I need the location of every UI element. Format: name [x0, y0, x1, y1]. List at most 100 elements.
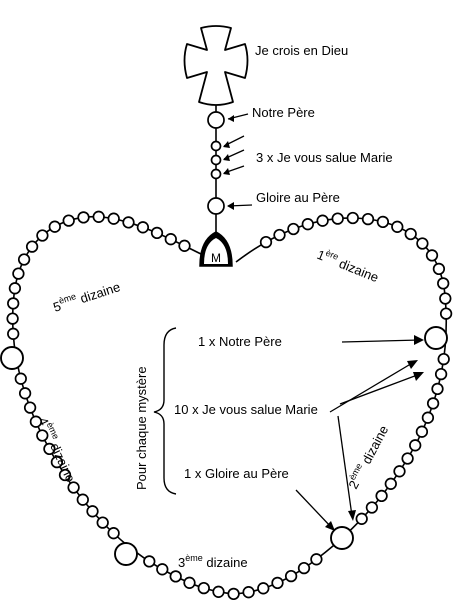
medal-inner [204, 238, 228, 264]
loop-pater-bead [330, 526, 354, 550]
loop-pater-bead [424, 326, 448, 350]
loop-ave-bead [227, 587, 240, 600]
loop-ave-bead [14, 372, 27, 385]
loop-ave-bead [284, 569, 298, 583]
label-decade-2: 2ème dizaine [344, 422, 392, 491]
loop-ave-bead [25, 240, 39, 253]
label-decade-4: 4ème dizaine [35, 414, 80, 484]
loop-ave-bead [107, 527, 120, 540]
loop-ave-bead [401, 452, 414, 465]
loop-ave-bead [287, 222, 300, 236]
loop-ave-bead [404, 227, 417, 241]
pendant-pater-bead [207, 111, 225, 129]
loop-ave-bead [169, 570, 182, 583]
label-one-pater: 1 x Notre Père [198, 334, 282, 349]
loop-ave-bead [150, 226, 164, 240]
loop-pater-bead [0, 346, 24, 370]
label-one-gloria: 1 x Gloire au Père [184, 466, 289, 481]
loop-ave-bead [257, 582, 270, 595]
loop-ave-bead [439, 307, 453, 320]
loop-ave-bead [355, 512, 368, 525]
loop-ave-bead [62, 214, 75, 227]
loop-ave-bead [17, 253, 31, 266]
loop-ave-bead [122, 216, 135, 229]
loop-ave-bead [425, 249, 439, 262]
label-decade-5: 5ème dizaine [51, 277, 122, 315]
label-ten-ave: 10 x Je vous salue Marie [174, 402, 318, 417]
label-three-ave: 3 x Je vous salue Marie [256, 150, 393, 165]
loop-ave-bead [7, 327, 20, 340]
loop-ave-bead [183, 576, 196, 589]
loop-ave-bead [197, 581, 210, 595]
loop-ave-bead [77, 211, 90, 224]
loop-ave-bead [365, 501, 379, 514]
label-credo: Je crois en Dieu [255, 43, 348, 58]
loop-ave-bead [391, 220, 404, 233]
loop-beads [6, 210, 453, 600]
loop-ave-bead [297, 561, 311, 575]
loop-ave-bead [316, 214, 329, 227]
loop-ave-bead [7, 297, 20, 310]
pendant-gloria-bead [207, 197, 225, 215]
loop-ave-bead [437, 277, 450, 290]
loop-ave-bead [43, 442, 56, 456]
loop-ave-bead [273, 228, 286, 242]
loop-ave-bead [271, 576, 284, 590]
loop-ave-bead [259, 235, 273, 249]
cross-icon [183, 25, 249, 106]
loop-ave-bead [415, 425, 429, 438]
loop-ave-bead [164, 233, 177, 246]
loop-ave-bead [439, 292, 452, 305]
loop-ave-bead [431, 382, 444, 396]
label-pater: Notre Père [252, 105, 315, 120]
loop-ave-bead [310, 553, 323, 566]
loop-ave-bead [437, 352, 450, 366]
loop-ave-bead [143, 555, 156, 568]
loop-ave-bead [426, 397, 440, 410]
pendant-ave-bead [210, 140, 222, 152]
loop-pater-bead [114, 542, 138, 566]
loop-ave-bead [58, 468, 72, 482]
loop-ave-bead [393, 465, 406, 478]
loop-ave-bead [48, 220, 61, 233]
loop-ave-bead [29, 415, 43, 428]
loop-ave-bead [301, 218, 314, 231]
loop-ave-bead [86, 505, 99, 518]
loop-ave-bead [361, 212, 375, 226]
label-each-mystery: Pour chaque mystère [134, 366, 149, 490]
loop-ave-bead [421, 411, 435, 424]
loop-ave-bead [212, 585, 225, 598]
loop-ave-bead [36, 229, 49, 242]
medal-monogram: M [211, 251, 221, 265]
pendant-arrows [223, 113, 253, 210]
loop-ave-bead [107, 212, 120, 225]
loop-ave-bead [432, 262, 446, 276]
loop-ave-bead [242, 586, 255, 599]
loop-ave-bead [6, 312, 19, 325]
loop-ave-bead [12, 267, 25, 280]
loop-ave-bead [178, 239, 191, 252]
loop-ave-bead [96, 516, 109, 529]
label-decade-3: 3ème dizaine [178, 553, 248, 570]
pendant-ave-bead [210, 154, 222, 166]
loop-ave-bead [76, 493, 89, 506]
loop-ave-bead [384, 477, 397, 490]
loop-ave-bead [67, 481, 80, 494]
instruction-arrows [295, 335, 424, 531]
label-gloria: Gloire au Père [256, 190, 340, 205]
loop-ave-bead [409, 439, 422, 452]
loop-ave-bead [92, 210, 105, 223]
loop-ave-bead [18, 387, 32, 400]
loop-ave-bead [416, 237, 429, 250]
loop-ave-bead [50, 455, 64, 469]
loop-ave-bead [376, 215, 390, 229]
loop-ave-bead [136, 221, 150, 234]
mystery-brace [153, 327, 177, 495]
loop-ave-bead [434, 367, 448, 381]
loop-ave-bead [346, 211, 359, 225]
loop-ave-bead [36, 429, 49, 442]
label-decade-1: 1ère dizaine [315, 245, 382, 285]
loop-ave-bead [156, 563, 169, 576]
